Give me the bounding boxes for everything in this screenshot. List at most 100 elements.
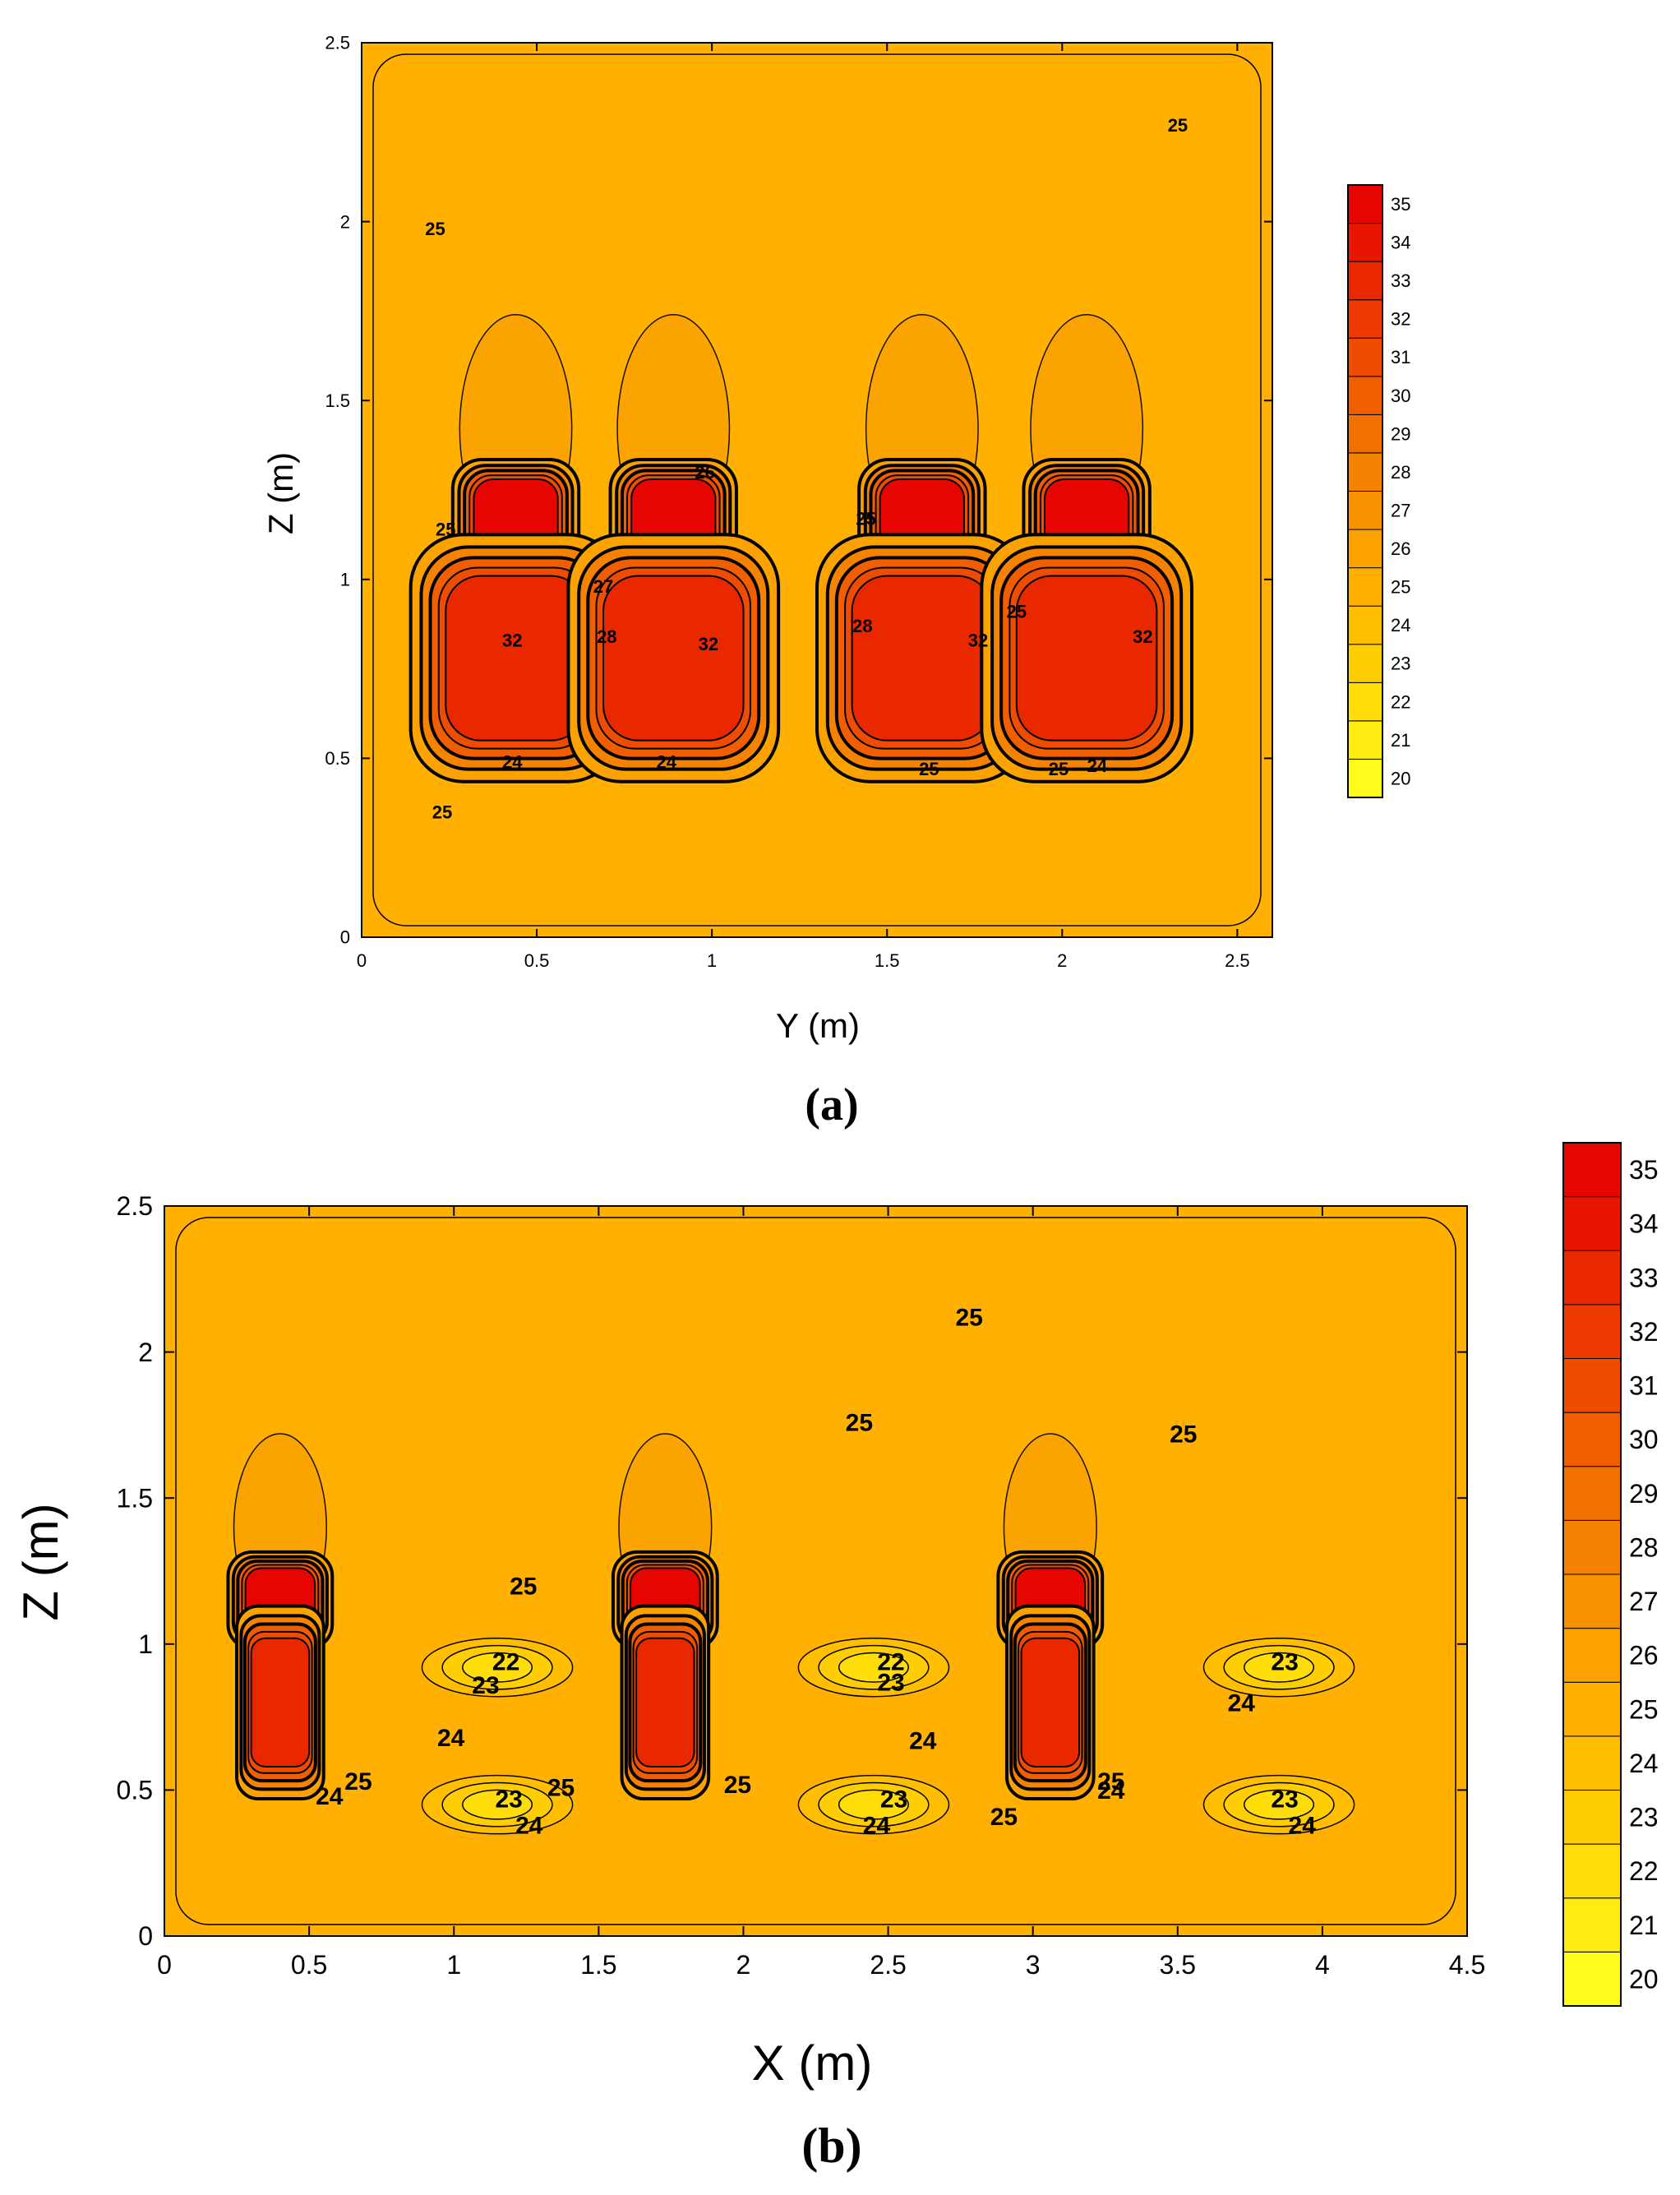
colorbar-tick-label: 35 xyxy=(1629,1155,1659,1185)
contour-label: 25 xyxy=(955,1304,982,1331)
y-tick-label: 2.5 xyxy=(325,33,350,53)
contour-label: 25 xyxy=(846,1409,873,1436)
contour-label: 25 xyxy=(856,509,875,529)
contour-label: 28 xyxy=(597,626,616,647)
contour-label: 23 xyxy=(472,1672,499,1699)
x-tick-label: 1.5 xyxy=(875,950,900,971)
colorbar-swatch xyxy=(1347,567,1383,607)
colorbar-tick-label: 24 xyxy=(1391,615,1410,635)
cool-zone-1-ring-2 xyxy=(838,1652,909,1683)
contour-label: 26 xyxy=(695,462,714,483)
x-tick-label: 4.5 xyxy=(1449,1950,1485,1980)
colorbar-tick-label: 29 xyxy=(1391,423,1410,444)
contour-label: 24 xyxy=(1228,1689,1256,1717)
y-tick-label: 1.5 xyxy=(117,1483,153,1513)
colorbar-tick-label: 21 xyxy=(1391,730,1410,751)
contour-label: 24 xyxy=(1289,1813,1317,1840)
colorbar-tick-label: 23 xyxy=(1629,1803,1659,1832)
hot-zone-4-ring-4 xyxy=(635,1637,695,1768)
hot-zone-4-ring-4 xyxy=(445,575,587,742)
contour-label: 22 xyxy=(877,1649,904,1676)
x-tick-label: 2.5 xyxy=(1225,950,1250,971)
x-tick-label: 1.5 xyxy=(580,1950,616,1980)
contour-label: 32 xyxy=(968,630,988,650)
colorbar-tick-label: 34 xyxy=(1391,233,1410,253)
x-tick-label: 2 xyxy=(736,1950,751,1980)
colorbar-swatch xyxy=(1347,720,1383,760)
colorbar-swatch xyxy=(1347,452,1383,492)
colorbar-swatch xyxy=(1562,1628,1622,1683)
colorbar-swatch xyxy=(1562,1681,1622,1737)
y-tick-label: 2.5 xyxy=(117,1191,153,1221)
cool-zone-5-ring-2 xyxy=(1244,1789,1315,1820)
x-tick-label: 0.5 xyxy=(524,950,550,971)
colorbar-swatch xyxy=(1347,223,1383,262)
x-tick-label: 3 xyxy=(1026,1950,1041,1980)
colorbar-tick-label: 29 xyxy=(1629,1479,1659,1509)
colorbar-swatch xyxy=(1562,1304,1622,1359)
contour-label: 24 xyxy=(515,1813,543,1840)
colorbar-tick-label: 20 xyxy=(1391,768,1410,788)
colorbar-tick-label: 32 xyxy=(1391,309,1410,330)
colorbar-swatch xyxy=(1562,1951,1622,2007)
y-tick-label: 2 xyxy=(138,1338,153,1367)
colorbar-tick-label: 26 xyxy=(1629,1641,1659,1671)
contour-label: 22 xyxy=(492,1649,519,1676)
colorbar-tick-label: 24 xyxy=(1629,1749,1659,1778)
colorbar-frame xyxy=(1347,184,1383,798)
colorbar-swatch xyxy=(1562,1196,1622,1251)
hot-zone-5-ring-4 xyxy=(602,575,745,742)
colorbar-tick-label: 30 xyxy=(1391,386,1410,406)
contour-label: 25 xyxy=(919,759,939,779)
contour-label: 25 xyxy=(1097,1768,1124,1795)
contour-label: 28 xyxy=(852,616,872,636)
contour-label: 23 xyxy=(877,1669,904,1696)
contour-label: 24 xyxy=(909,1728,937,1755)
colorbar-swatch xyxy=(1562,1412,1622,1467)
contour-label: 32 xyxy=(1133,626,1152,647)
colorbar-swatch xyxy=(1347,184,1383,224)
colorbar-swatch xyxy=(1347,491,1383,530)
x-axis-label-b: X (m) xyxy=(752,2036,873,2091)
x-tick-label: 1 xyxy=(707,950,717,971)
colorbar-tick-label: 22 xyxy=(1629,1856,1659,1886)
contour-label: 25 xyxy=(1007,602,1027,622)
colorbar-tick-label: 20 xyxy=(1629,1964,1659,1994)
plot-frame-b xyxy=(164,1205,1468,1937)
y-axis-label-a: Z (m) xyxy=(261,452,300,534)
contour-label: 25 xyxy=(425,219,445,239)
y-tick-label: 1 xyxy=(340,570,350,590)
x-tick-label: 2 xyxy=(1057,950,1067,971)
colorbar-swatch xyxy=(1562,1358,1622,1413)
contour-label: 23 xyxy=(1271,1649,1298,1676)
colorbar-tick-label: 21 xyxy=(1629,1911,1659,1940)
colorbar-swatch xyxy=(1347,299,1383,339)
y-tick-label: 2 xyxy=(340,211,350,232)
y-axis-label-b: Z (m) xyxy=(13,1503,68,1620)
contour-label: 27 xyxy=(593,576,613,597)
contour-label: 25 xyxy=(510,1573,537,1600)
colorbar-tick-label: 27 xyxy=(1391,500,1410,520)
panel-label-a: (a) xyxy=(805,1079,858,1130)
contour-label: 24 xyxy=(657,751,677,772)
hot-zone-6-ring-4 xyxy=(851,575,994,742)
colorbar-swatch xyxy=(1347,758,1383,798)
colorbar-tick-label: 35 xyxy=(1391,194,1410,215)
contour-label: 23 xyxy=(495,1786,522,1814)
panel-label-b: (b) xyxy=(801,2119,861,2173)
colorbar-swatch xyxy=(1562,1790,1622,1845)
cool-zone-2-ring-2 xyxy=(1244,1652,1315,1683)
contour-label: 25 xyxy=(990,1804,1018,1831)
contour-label: 24 xyxy=(863,1813,891,1840)
colorbar-swatch xyxy=(1562,1735,1622,1791)
colorbar-swatch xyxy=(1562,1519,1622,1575)
contour-label: 25 xyxy=(1168,115,1188,136)
colorbar-tick-label: 33 xyxy=(1391,270,1410,291)
wall-contour xyxy=(372,53,1262,927)
colorbar-swatch xyxy=(1347,605,1383,645)
colorbar-tick-label: 33 xyxy=(1629,1263,1659,1292)
x-axis-label-a: Y (m) xyxy=(776,1006,860,1045)
colorbar-tick-label: 31 xyxy=(1391,347,1410,367)
